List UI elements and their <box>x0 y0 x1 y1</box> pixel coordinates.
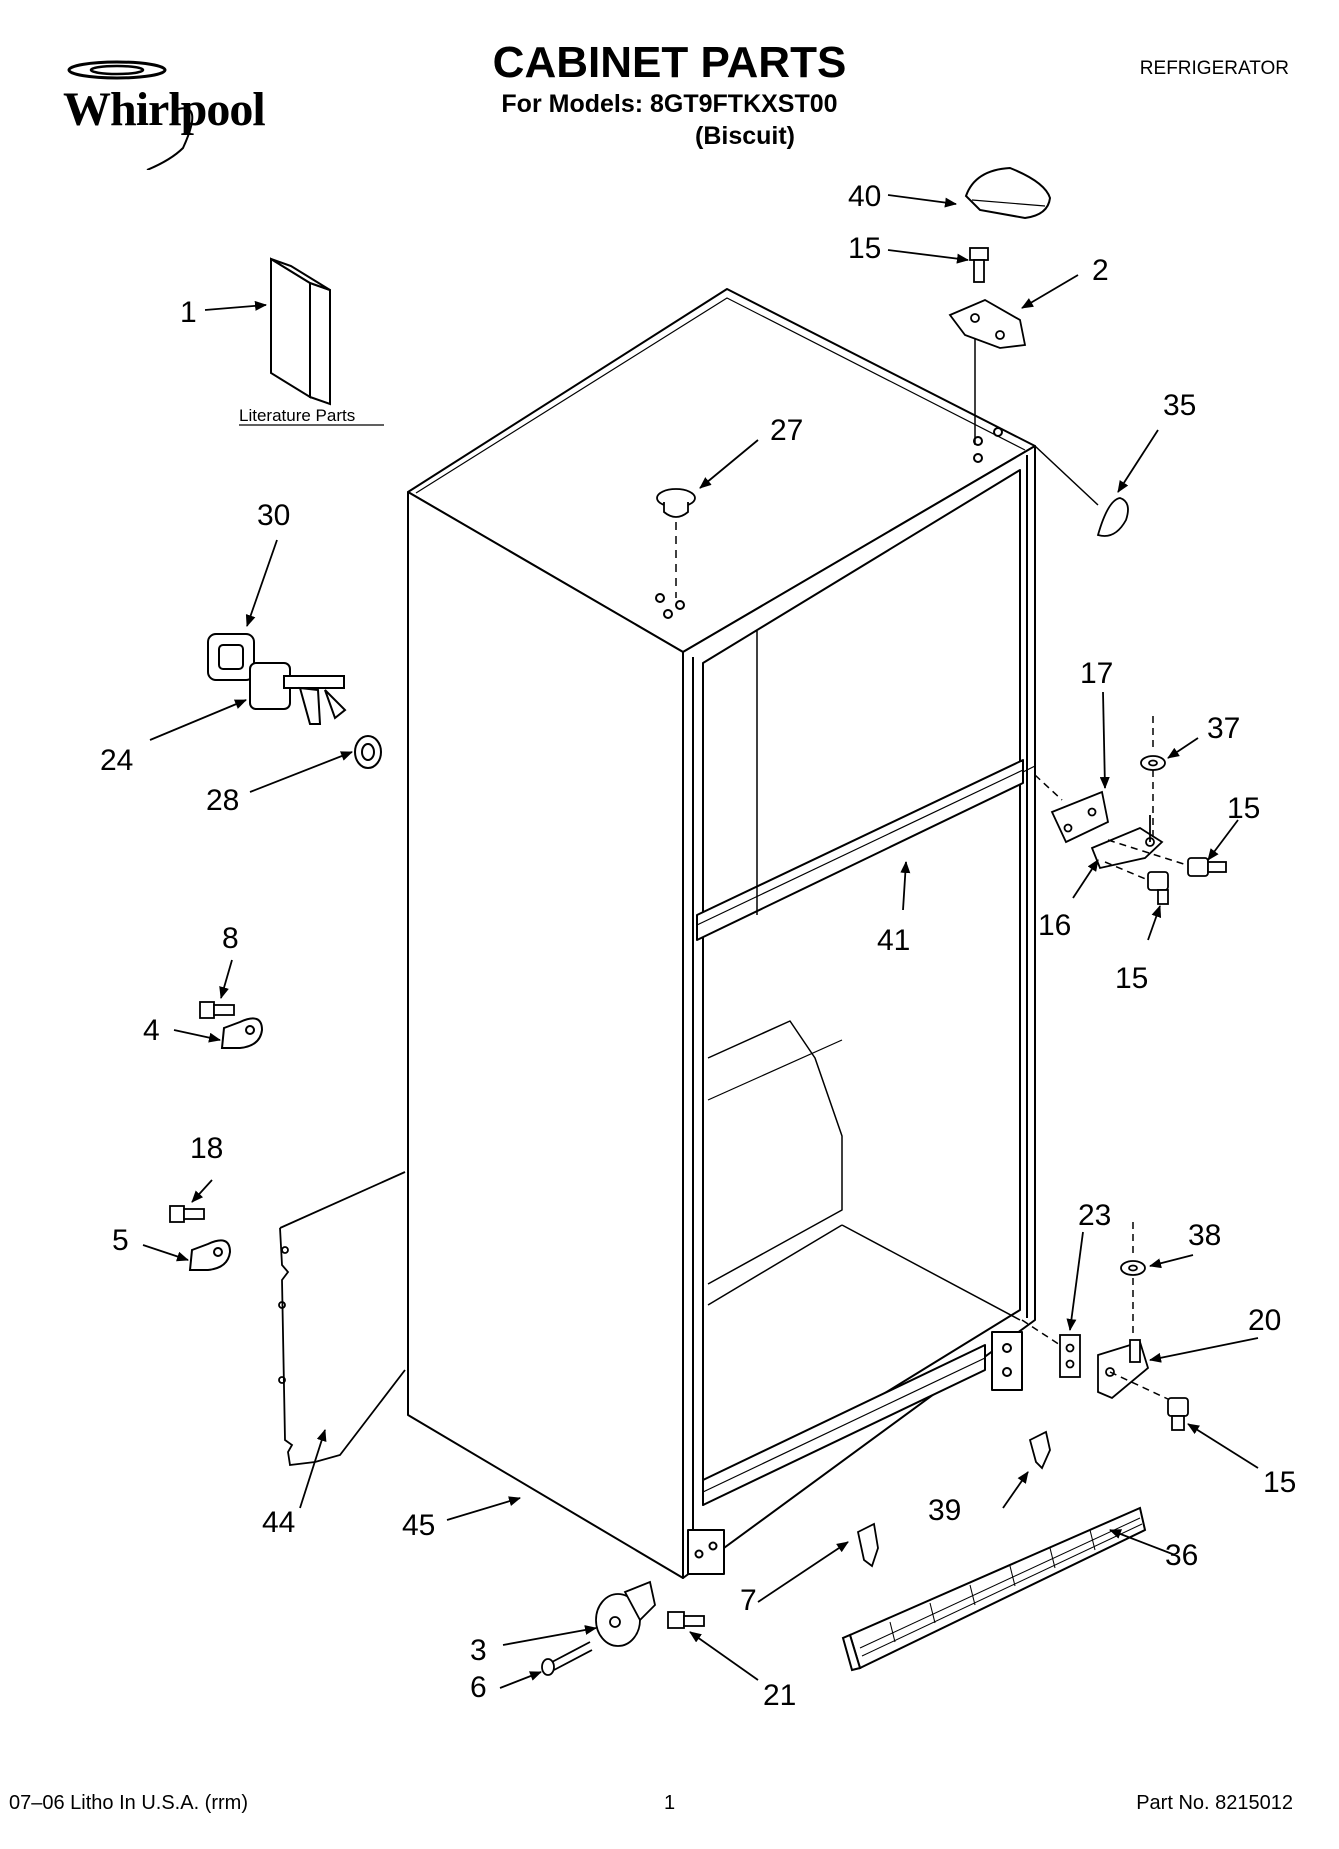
washer-38 <box>1120 1260 1146 1276</box>
callout-35: 35 <box>1163 389 1196 422</box>
ferrule-28 <box>354 735 382 769</box>
callout-21: 21 <box>763 1679 796 1712</box>
screw-18 <box>169 1205 205 1223</box>
callout-numbers: 1 2 3 4 5 6 7 8 15 15 15 15 16 17 18 20 … <box>100 180 1296 1712</box>
clamp-4 <box>220 1017 264 1049</box>
bottom-hinge-20 <box>1097 1339 1150 1400</box>
clamp-5 <box>188 1239 232 1271</box>
callout-20: 20 <box>1248 1304 1281 1337</box>
grommet-30 <box>207 633 255 681</box>
callout-4: 4 <box>143 1014 160 1047</box>
callout-38: 38 <box>1188 1219 1221 1252</box>
model-number: For Models: 8GT9FTKXST00 <box>501 90 838 118</box>
callout-8: 8 <box>222 922 239 955</box>
page-title: CABINET PARTS <box>492 38 847 87</box>
model-color: (Biscuit) <box>695 122 795 150</box>
cabinet <box>407 288 1036 1579</box>
hinge-cap <box>1096 497 1129 537</box>
literature-booklet <box>270 257 331 406</box>
callout-23: 23 <box>1078 1199 1111 1232</box>
page-number: 1 <box>663 1792 676 1814</box>
callout-18: 18 <box>190 1132 223 1165</box>
callout-6: 6 <box>470 1671 487 1704</box>
callout-3: 3 <box>470 1634 487 1667</box>
callout-39: 39 <box>928 1494 961 1527</box>
logo-swirl-icon <box>67 60 194 171</box>
center-hinge-16 <box>1090 815 1164 870</box>
screw-15-mid-b <box>1147 871 1169 905</box>
callout-27: 27 <box>770 414 803 447</box>
top-hinge <box>948 298 1027 349</box>
top-hinge-cover <box>964 166 1052 220</box>
callout-30: 30 <box>257 499 290 532</box>
roller-bracket-3 <box>595 1580 656 1647</box>
callout-1: 1 <box>180 296 197 329</box>
callout-36: 36 <box>1165 1539 1198 1572</box>
screw-8 <box>199 1001 235 1019</box>
brand-name: Whirlpool <box>63 83 266 136</box>
grille-clip-7 <box>856 1522 879 1568</box>
screw-21 <box>667 1611 705 1629</box>
callout-44: 44 <box>262 1506 295 1539</box>
callout-37: 37 <box>1207 712 1240 745</box>
callout-15-top: 15 <box>848 232 881 265</box>
whirlpool-logo: Whirlpool <box>55 60 285 171</box>
hinge-shim-23 <box>1059 1334 1081 1378</box>
roller-pin-6 <box>541 1641 593 1676</box>
rear-panel <box>278 1171 406 1466</box>
washer-37 <box>1140 755 1166 771</box>
hinge-hole-plug <box>656 488 696 518</box>
callout-7: 7 <box>740 1584 757 1617</box>
callout-28: 28 <box>206 784 239 817</box>
grille-clip-39 <box>1028 1430 1051 1470</box>
callout-5: 5 <box>112 1224 129 1257</box>
fitting-24 <box>249 662 347 725</box>
callout-2: 2 <box>1092 254 1109 287</box>
screw-15-bottom <box>1167 1397 1189 1431</box>
base-grille <box>841 1506 1147 1672</box>
callout-15-mid-right: 15 <box>1227 792 1260 825</box>
screw-15-mid-a <box>1187 857 1227 877</box>
product-category: REFRIGERATOR <box>1139 58 1289 79</box>
callout-40: 40 <box>848 180 881 213</box>
callout-41: 41 <box>877 924 910 957</box>
literature-label: Literature Parts <box>239 406 355 425</box>
callout-17: 17 <box>1080 657 1113 690</box>
hinge-spacer-17 <box>1050 790 1110 844</box>
print-info: 07–06 Litho In U.S.A. (rrm) <box>9 1792 248 1814</box>
leader-arrows <box>142 194 1259 1689</box>
part-number: Part No. 8215012 <box>1136 1792 1293 1814</box>
callout-15-mid-bottom: 15 <box>1115 962 1148 995</box>
callout-45: 45 <box>402 1509 435 1542</box>
callout-16: 16 <box>1038 909 1071 942</box>
callout-15-bottom: 15 <box>1263 1466 1296 1499</box>
top-hinge-screw <box>969 247 989 283</box>
callout-24: 24 <box>100 744 133 777</box>
